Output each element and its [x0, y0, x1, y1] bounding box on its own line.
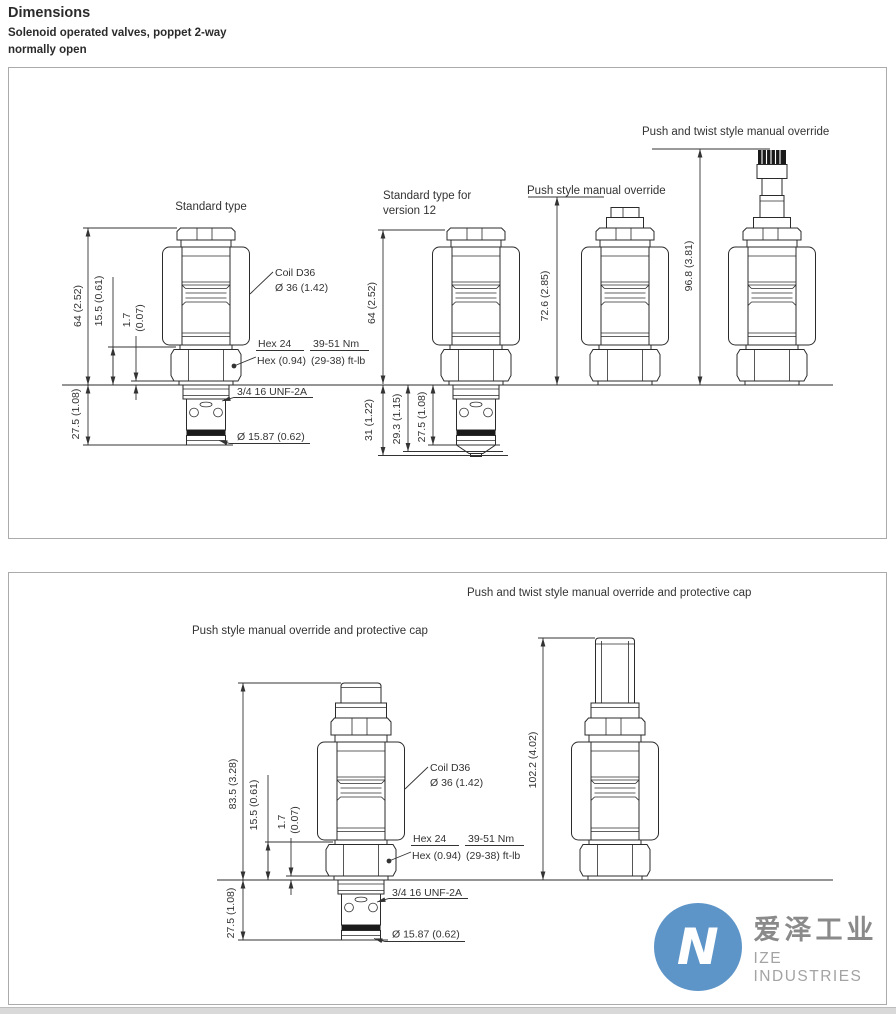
callout-torque-line1: 39-51 Nm	[313, 338, 359, 350]
dim-label-15-5-p2: 15.5 (0.61)	[248, 780, 260, 831]
panel1-leader-lines	[218, 271, 369, 446]
callout-coil-line2: Ø 36 (1.42)	[275, 282, 328, 294]
label-push-twist-override: Push and twist style manual override	[642, 126, 829, 138]
callout-hex-line1: Hex 24	[258, 338, 291, 350]
page-subtitle-line2: normally open	[8, 44, 87, 56]
dim-label-29-3: 29.3 (1.15)	[391, 394, 403, 445]
valve-push-override-drawing	[581, 207, 669, 386]
callout-torque-line2-p2: (29-38) ft-lb	[466, 850, 520, 862]
watermark: N 爱泽工业 IZE INDUSTRIES	[654, 903, 896, 991]
panel2-leader-lines	[373, 766, 524, 944]
callout-torque-line2: (29-38) ft-lb	[311, 355, 365, 367]
dim-label-27-5-v12: 27.5 (1.08)	[416, 392, 428, 443]
dim-label-1-7: 1.7	[121, 313, 133, 328]
callout-coil-line1-p2: Coil D36	[430, 762, 470, 774]
valve-standard-v12-drawing	[432, 227, 520, 457]
dim-label-102-2: 102.2 (4.02)	[527, 732, 539, 789]
label-push-override: Push style manual override	[527, 185, 666, 197]
label-standard-v12-line2: version 12	[383, 205, 436, 217]
callout-torque-line1-p2: 39-51 Nm	[468, 833, 514, 845]
panel2-drawing: Push and twist style manual override and…	[192, 587, 833, 944]
label-push-twist-cap: Push and twist style manual override and…	[467, 587, 751, 599]
dim-label-0-07-p2: (0.07)	[289, 806, 301, 833]
dim-label-83-5: 83.5 (3.28)	[227, 759, 239, 810]
callout-coil-line1: Coil D36	[275, 267, 315, 279]
callout-thread: 3/4 16 UNF-2A	[237, 386, 307, 398]
watermark-text: 爱泽工业 IZE INDUSTRIES	[754, 908, 896, 986]
label-push-cap: Push style manual override and protectiv…	[192, 625, 428, 637]
ize-logo-icon: N	[654, 903, 742, 991]
valve-standard-drawing	[162, 227, 250, 446]
dim-label-64: 64 (2.52)	[72, 285, 84, 327]
callout-diameter-p2: Ø 15.87 (0.62)	[392, 929, 460, 941]
dim-label-1-7-p2: 1.7	[276, 815, 288, 830]
dim-label-72-6: 72.6 (2.85)	[539, 271, 551, 322]
panel2-dimension-lines	[240, 638, 546, 940]
dim-label-96-8: 96.8 (3.81)	[683, 241, 695, 292]
page-subtitle-line1: Solenoid operated valves, poppet 2-way	[8, 27, 227, 39]
panel2-extension-lines	[238, 637, 595, 941]
panel1-dimension-lines	[85, 149, 703, 456]
valve-push-twist-cap-drawing	[571, 638, 659, 881]
page-title: Dimensions	[8, 5, 91, 21]
dim-label-27-5-p2: 27.5 (1.08)	[225, 888, 237, 939]
label-standard-type: Standard type	[175, 201, 247, 213]
label-standard-v12-line1: Standard type for	[383, 190, 471, 202]
valve-push-cap-drawing	[317, 683, 405, 941]
callout-thread-p2: 3/4 16 UNF-2A	[392, 887, 462, 899]
panel1-extension-lines	[83, 148, 770, 456]
watermark-name-cn: 爱泽工业	[753, 915, 878, 945]
dim-label-0-07: (0.07)	[134, 304, 146, 331]
page-footer-strip	[0, 1007, 896, 1014]
dimensions-panel-bottom	[8, 572, 887, 1005]
callout-coil-line2-p2: Ø 36 (1.42)	[430, 777, 483, 789]
dim-label-27-5: 27.5 (1.08)	[70, 389, 82, 440]
callout-diameter: Ø 15.87 (0.62)	[237, 431, 305, 443]
dim-label-15-5: 15.5 (0.61)	[93, 276, 105, 327]
valve-push-twist-override-drawing	[728, 149, 816, 386]
dim-label-31: 31 (1.22)	[363, 399, 375, 441]
panel1-drawing: Standard type Standard type for version …	[62, 126, 833, 457]
callout-hex-line2-p2: Hex (0.94)	[412, 850, 461, 862]
callout-hex-line2: Hex (0.94)	[257, 355, 306, 367]
dim-label-64-v12: 64 (2.52)	[366, 282, 378, 324]
callout-hex-line1-p2: Hex 24	[413, 833, 446, 845]
watermark-name-en: IZE INDUSTRIES	[753, 950, 863, 985]
